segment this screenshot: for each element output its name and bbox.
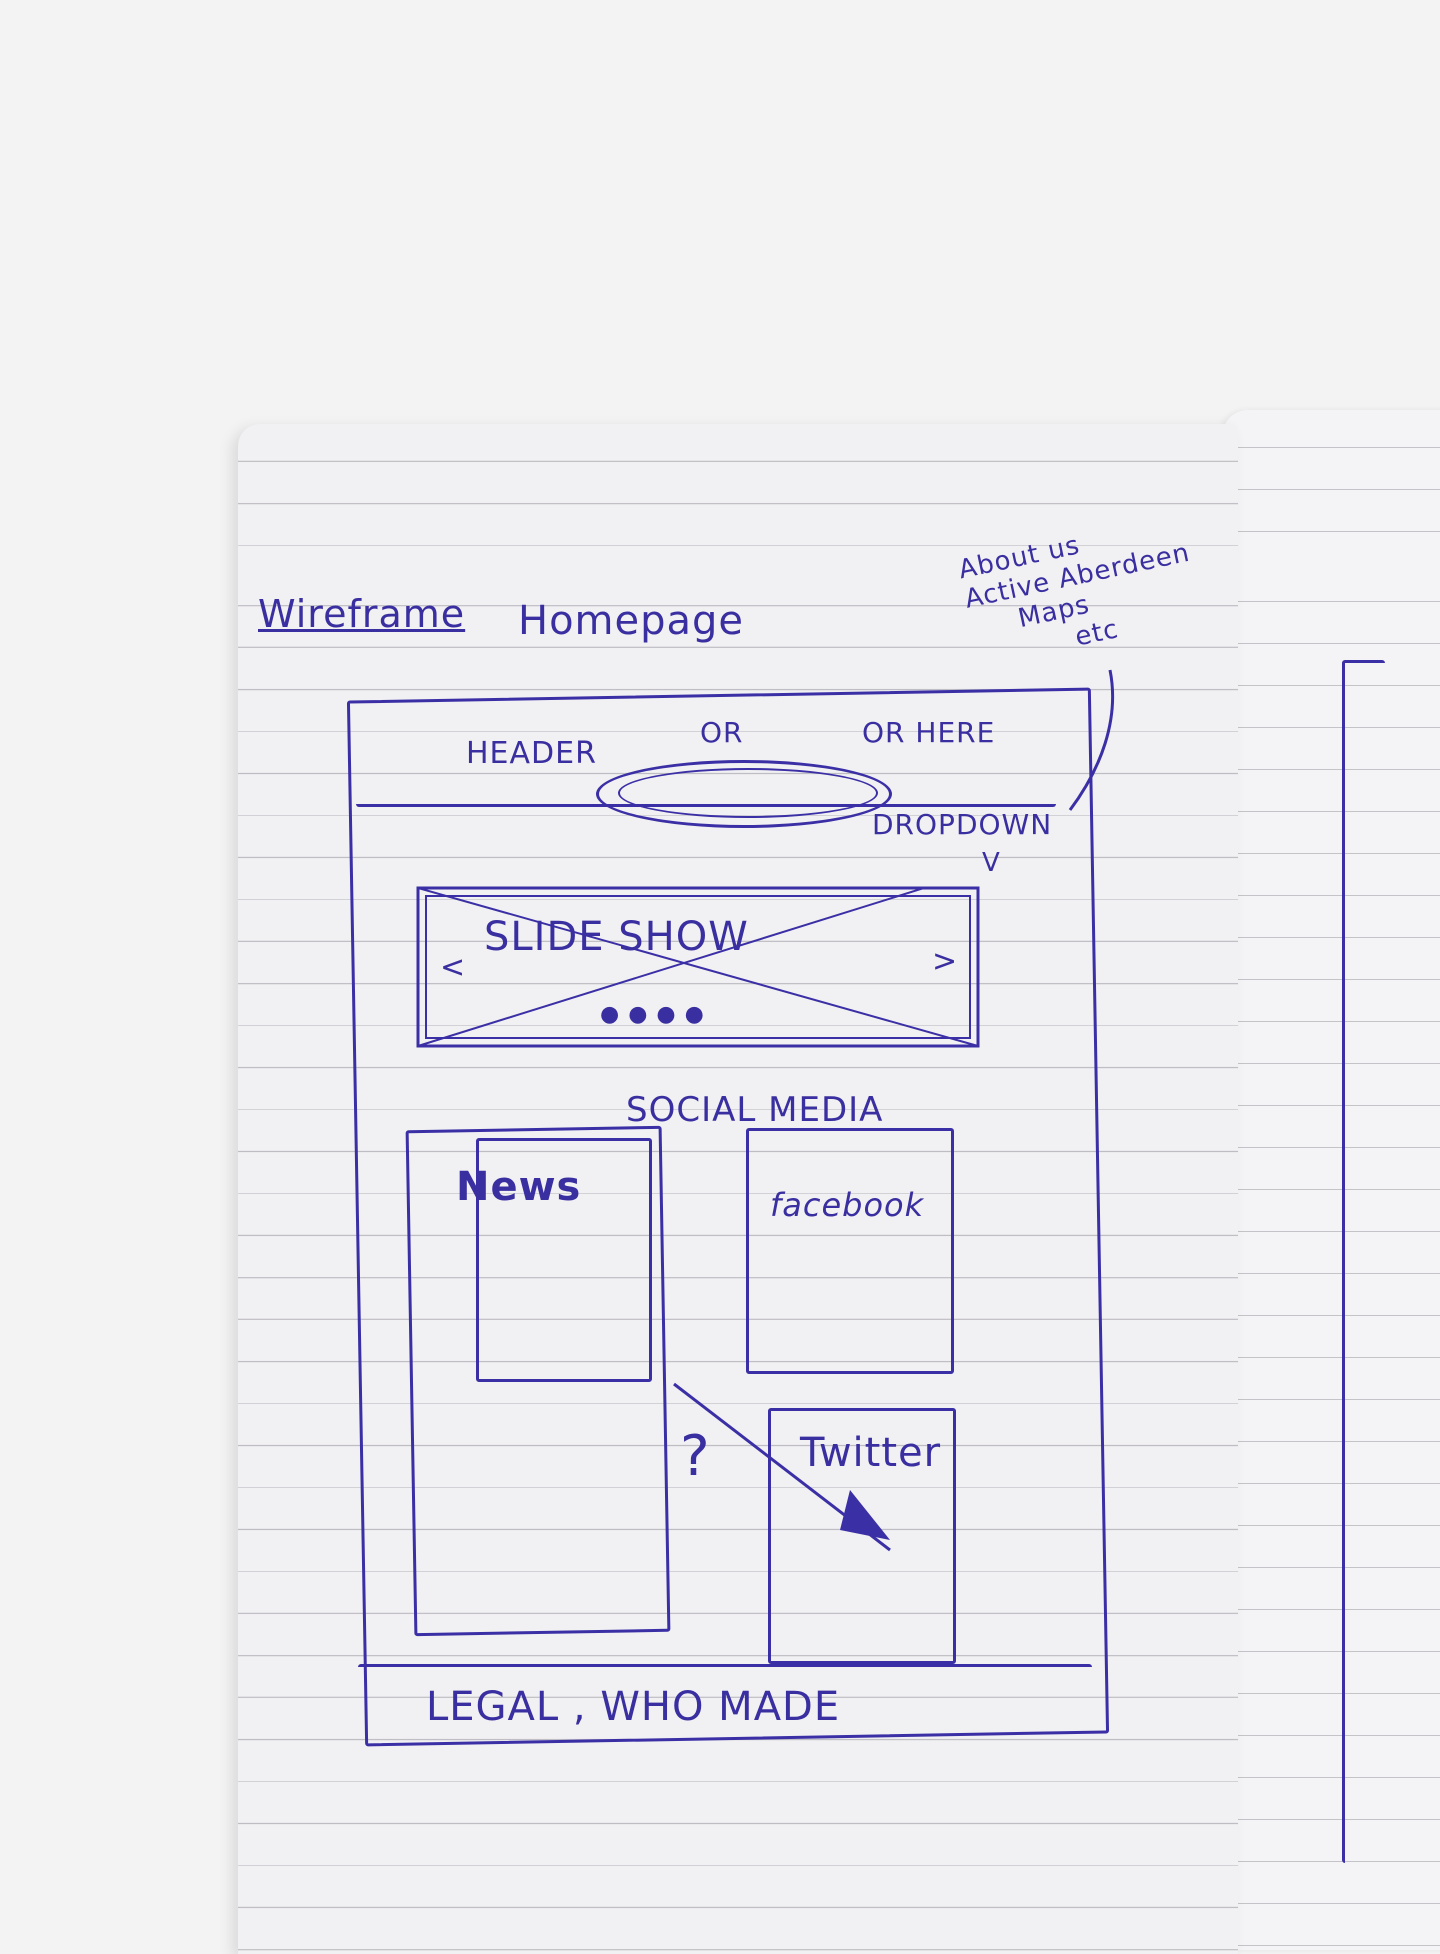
nav-note-arrow-icon — [1068, 669, 1115, 811]
header-or-label: OR — [700, 716, 744, 749]
news-label: News — [456, 1164, 582, 1210]
wireframe-title: Wireframe — [258, 592, 466, 636]
slideshow-next-icon[interactable]: > — [932, 944, 959, 979]
slideshow-box — [416, 886, 980, 1048]
dropdown-label: DROPDOWN — [872, 808, 1053, 841]
right-page-sketch-frame — [1342, 660, 1385, 1863]
notebook-right-page — [1222, 410, 1440, 1950]
twitter-label: Twitter — [800, 1430, 942, 1476]
twitter-panel — [768, 1408, 956, 1664]
slideshow-prev-icon[interactable]: < — [440, 950, 467, 985]
header-label: HEADER — [466, 736, 597, 771]
question-mark-label: ? — [680, 1424, 711, 1489]
dropdown-chevron-icon: V — [982, 848, 1001, 878]
twitter-arrow-icon — [673, 1382, 891, 1552]
header-or-here-label: OR HERE — [862, 716, 996, 749]
page-name-label: Homepage — [518, 598, 745, 644]
footer-bar — [358, 1664, 1092, 1733]
facebook-panel — [746, 1128, 954, 1374]
news-panel — [476, 1138, 652, 1382]
notebook-left-page — [238, 424, 1238, 1954]
nav-area-scribble — [596, 760, 892, 828]
nav-area-scribble-inner — [618, 768, 878, 818]
facebook-label: facebook — [770, 1186, 925, 1224]
footer-label: LEGAL , WHO MADE — [426, 1684, 841, 1730]
slideshow-dots-indicator[interactable]: ● ● ● ● — [600, 1002, 705, 1027]
social-media-title: SOCIAL MEDIA — [626, 1090, 884, 1130]
slideshow-label: SLIDE SHOW — [484, 914, 749, 960]
